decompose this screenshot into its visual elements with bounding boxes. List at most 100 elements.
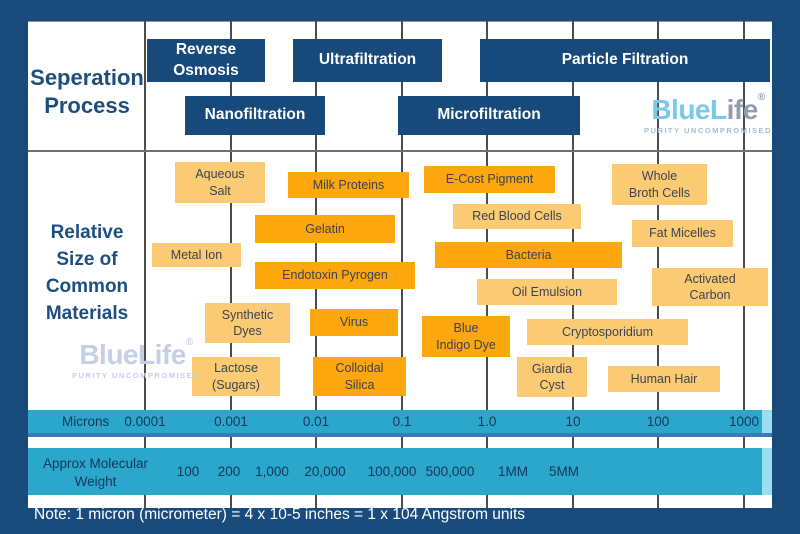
process-bar-microfiltration: Microfiltration (398, 96, 580, 135)
material-metal-ion: Metal Ion (152, 243, 241, 267)
molecular-weight-value: 5MM (549, 464, 579, 479)
micron-value: 0.1 (392, 414, 412, 429)
material-label: Metal Ion (170, 247, 223, 262)
chart-area: Seperation Process Relative Size of Comm… (28, 21, 772, 410)
material-label: Colloidal (335, 361, 384, 376)
material-label: Gelatin (305, 221, 345, 236)
material-label: Salt (209, 183, 231, 198)
material-cryptosporidium: Cryptosporidium (527, 319, 688, 345)
separation-process-label: Seperation Process (28, 64, 146, 120)
process-bar-label: Nanofiltration (204, 106, 306, 124)
micron-value: 1.0 (477, 414, 497, 429)
scale-tick (657, 495, 659, 508)
material-label: Bacteria (505, 247, 552, 262)
bluelife-logo-text-life: ife (726, 94, 759, 125)
grid-line (144, 21, 146, 410)
molecular-weight-bar-end-cap (762, 448, 772, 495)
material-label: Indigo Dye (436, 337, 496, 352)
molecular-weight-value: 1MM (498, 464, 528, 479)
grid-line (743, 21, 745, 410)
grid-line (657, 21, 659, 410)
footnote: Note: 1 micron (micrometer) = 4 x 10-5 i… (34, 506, 526, 523)
molecular-weight-bar: Approx Molecular Weight 100 200 1,000 20,00… (28, 448, 772, 495)
molecular-weight-value: 500,000 (425, 464, 475, 479)
molecular-weight-value: 100 (176, 464, 200, 479)
material-label: E-Cost Pigment (445, 172, 534, 187)
material-label: Silica (344, 377, 375, 392)
scale-tick (486, 495, 488, 508)
microns-label: Microns (62, 414, 110, 429)
micron-value: 1000 (728, 414, 760, 429)
micron-value: 0.001 (214, 414, 248, 429)
material-e-cost-pigment: E-Cost Pigment (424, 166, 555, 193)
process-bar-ultrafiltration: Ultrafiltration (293, 39, 442, 82)
molecular-weight-label-line2: Weight (74, 473, 117, 489)
bluelife-logo-text-blue: BlueL (651, 94, 727, 125)
material-label: Milk Proteins (312, 177, 385, 192)
material-label: Cryptosporidium (561, 324, 653, 339)
micron-value: 10 (565, 414, 581, 429)
material-label: Broth Cells (628, 185, 691, 200)
micron-bar-end-cap (762, 410, 772, 433)
scale-tick (144, 437, 146, 448)
process-bar-label: Microfiltration (437, 106, 541, 124)
scale-tick (230, 495, 232, 508)
molecular-weight-label-line1: Approx Molecular (42, 456, 149, 471)
scale-tick (657, 437, 659, 448)
section-divider-line (28, 150, 772, 152)
molecular-weight-value: 100,000 (367, 464, 417, 479)
grid-line (230, 21, 232, 410)
material-label: Aqueous (195, 167, 245, 182)
molecular-weight-value: 200 (217, 464, 241, 479)
bluelife-watermark-tagline: PURITY UNCOMPROMISED (71, 371, 200, 380)
bluelife-watermark-text-life: ife (154, 339, 187, 370)
bluelife-watermark-wordmark: BlueLife® (58, 338, 214, 370)
process-bar-nanofiltration: Nanofiltration (185, 96, 325, 135)
material-human-hair: Human Hair (608, 366, 720, 392)
material-fat-micelles: Fat Micelles (632, 220, 733, 247)
separation-process-line2: Process (44, 93, 130, 118)
material-label: Human Hair (630, 371, 698, 386)
process-bar-particle-filtration: Particle Filtration (480, 39, 770, 82)
relative-size-line4: Materials (45, 303, 129, 324)
material-lactose-sugars: Lactose(Sugars) (192, 357, 280, 396)
grid-line (401, 21, 403, 410)
process-bar-label: Reverse (175, 41, 237, 59)
tick-strip-upper (28, 437, 772, 448)
process-bar-label: Ultrafiltration (318, 51, 417, 69)
scale-tick (401, 495, 403, 508)
material-label: Giardia (531, 361, 573, 376)
molecular-weight-value: 1,000 (255, 464, 289, 479)
material-label: (Sugars) (212, 377, 260, 392)
material-bacteria: Bacteria (435, 242, 622, 268)
scale-tick (230, 437, 232, 448)
material-label: Red Blood Cells (472, 209, 562, 224)
material-label: Lactose (214, 361, 258, 376)
material-label: Activated (684, 271, 736, 286)
material-label: Endotoxin Pyrogen (282, 268, 388, 283)
material-milk-proteins: Milk Proteins (288, 172, 409, 198)
molecular-weight-value: 20,000 (304, 464, 346, 479)
registered-trademark-icon: ® (757, 92, 765, 103)
scale-tick (486, 437, 488, 448)
relative-size-line2: Size of (56, 249, 118, 270)
material-label: Blue (453, 321, 479, 336)
material-label: Virus (339, 315, 369, 330)
scale-divider-strip (28, 433, 772, 437)
bluelife-logo: BlueLife® PURITY UNCOMPROMISED (630, 93, 786, 136)
material-red-blood-cells: Red Blood Cells (453, 204, 581, 229)
material-label: Whole (641, 169, 678, 184)
relative-size-line3: Common (45, 276, 129, 297)
material-gelatin: Gelatin (255, 215, 395, 243)
scale-tick (572, 437, 574, 448)
micron-value: 0.01 (302, 414, 330, 429)
bluelife-logo-tagline: PURITY UNCOMPROMISED (643, 126, 772, 135)
